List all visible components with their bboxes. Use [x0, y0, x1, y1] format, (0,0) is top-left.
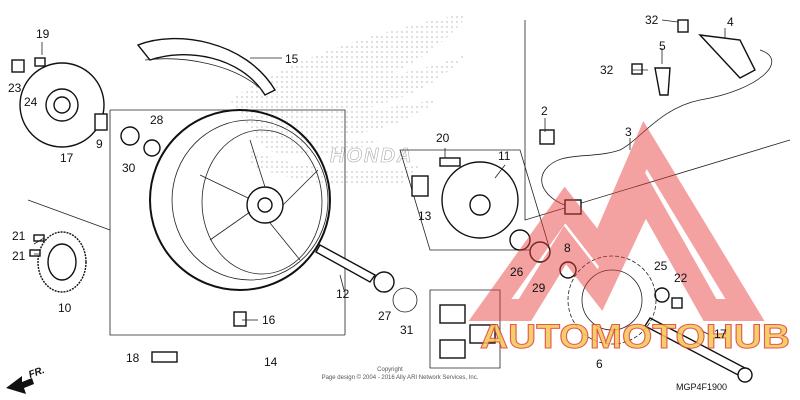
callout-10[interactable]: 10 — [58, 301, 72, 315]
callout-labels: 1 2 3 4 5 6 7 8 9 10 11 12 13 14 15 16 1… — [8, 13, 734, 371]
callout-23[interactable]: 23 — [8, 81, 22, 95]
frame-lines — [27, 20, 791, 369]
callout-31[interactable]: 31 — [400, 323, 414, 337]
callout-32a[interactable]: 32 — [645, 13, 659, 27]
honda-brand-text: HONDA — [330, 145, 413, 167]
watermark-logo: AUTOMOTOHUB — [468, 121, 791, 357]
part-tire-guard — [136, 37, 276, 96]
callout-20[interactable]: 20 — [436, 131, 450, 145]
callout-27[interactable]: 27 — [378, 309, 392, 323]
fr-arrow: FR. — [6, 365, 46, 394]
callout-32b[interactable]: 32 — [600, 63, 614, 77]
callout-1[interactable]: 1 — [714, 327, 721, 341]
callout-11[interactable]: 11 — [498, 149, 511, 163]
part-rear-wheel — [149, 109, 331, 291]
callout-3[interactable]: 3 — [625, 125, 632, 139]
callout-19[interactable]: 19 — [36, 27, 50, 41]
callout-29[interactable]: 29 — [532, 281, 546, 295]
callout-25[interactable]: 25 — [654, 259, 668, 273]
copyright-line2: Page design © 2004 - 2016 Ally ARI Netwo… — [322, 374, 479, 381]
callout-16[interactable]: 16 — [262, 313, 276, 327]
callout-26[interactable]: 26 — [510, 265, 524, 279]
callout-14[interactable]: 14 — [264, 355, 278, 369]
callout-2[interactable]: 2 — [541, 104, 548, 118]
watermark-text: AUTOMOTOHUB — [480, 318, 790, 356]
callout-17[interactable]: 17 — [60, 151, 74, 165]
drawing-code: MGP4F1900 — [676, 382, 727, 392]
callout-15[interactable]: 15 — [285, 52, 299, 66]
part-sensor-ring — [37, 231, 87, 293]
callout-12[interactable]: 12 — [336, 287, 350, 301]
callout-28[interactable]: 28 — [150, 113, 164, 127]
callout-13[interactable]: 13 — [418, 209, 432, 223]
callout-18[interactable]: 18 — [126, 351, 140, 365]
callout-30[interactable]: 30 — [122, 161, 136, 175]
part-hardware — [11, 19, 773, 383]
fr-arrow-label: FR. — [27, 365, 46, 381]
callout-21b[interactable]: 21 — [12, 249, 26, 263]
callout-4[interactable]: 4 — [727, 15, 734, 29]
callout-5[interactable]: 5 — [659, 39, 666, 53]
part-brake-disc — [19, 62, 105, 148]
callout-7[interactable]: 7 — [720, 327, 727, 341]
honda-wing-watermark: HONDA — [230, 12, 470, 187]
callout-6[interactable]: 6 — [596, 357, 603, 371]
callout-8[interactable]: 8 — [564, 241, 571, 255]
copyright-line1: Copyright — [377, 367, 403, 373]
leader-lines — [33, 19, 726, 336]
callout-22[interactable]: 22 — [674, 271, 688, 285]
callout-9[interactable]: 9 — [96, 137, 103, 151]
callout-24[interactable]: 24 — [24, 95, 38, 109]
callout-21a[interactable]: 21 — [12, 229, 26, 243]
